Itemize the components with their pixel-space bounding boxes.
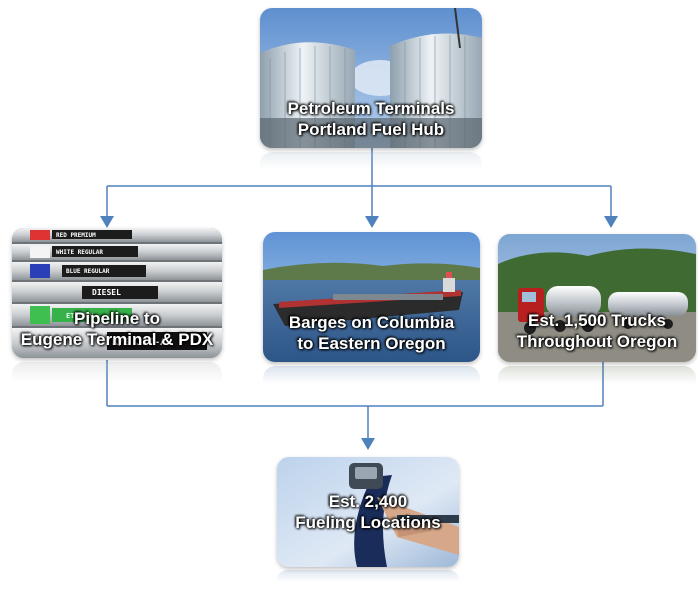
fuel-nozzle-image [277, 457, 459, 567]
pipe-label-ethanol: ETHANOL [66, 312, 96, 320]
pipe-label-diesel: DIESEL [92, 288, 121, 297]
trucks-label-line1: Est. 1,500 Trucks [528, 311, 666, 330]
barges-label-line1: Barges on Columbia [288, 313, 455, 332]
arrow-down-trucks [604, 216, 618, 228]
arrow-down-pipeline [100, 216, 114, 228]
barges-label-line2: to Eastern Oregon [297, 334, 446, 353]
fueling-label-line2: Fueling Locations [295, 513, 441, 532]
pipe-label-jet-a: R/S JET-A [112, 337, 166, 348]
pipeline-label-line2: Eugene Terminal & PDX [20, 330, 214, 349]
pipe-label-white-regular: WHITE REGULAR [56, 249, 103, 256]
tanker-truck-image [498, 234, 696, 362]
node-fueling-locations: Est. 2,400 Fueling Locations [277, 457, 459, 567]
hub-label-line2: Portland Fuel Hub [297, 120, 445, 139]
node-trucks: Est. 1,500 Trucks Throughout Oregon [498, 234, 696, 362]
tank-farm-image [260, 8, 482, 148]
barge-image [263, 232, 480, 362]
pipeline-image: RED PREMIUM WHITE REGULAR BLUE REGULAR D… [12, 228, 222, 358]
fueling-label-line1: Est. 2,400 [328, 492, 408, 511]
pipe-label-blue-regular: BLUE REGULAR [66, 268, 110, 275]
arrow-down-fueling [361, 438, 375, 450]
pipe-label-red-premium: RED PREMIUM [56, 232, 96, 239]
node-barges: Barges on Columbia to Eastern Oregon [263, 232, 480, 362]
trucks-label-line2: Throughout Oregon [516, 332, 678, 351]
node-pipeline: RED PREMIUM WHITE REGULAR BLUE REGULAR D… [12, 228, 222, 358]
arrow-down-barges [365, 216, 379, 228]
hub-label-line1: Petroleum Terminals [287, 99, 455, 118]
pipeline-label-line1: Pipeline to [74, 309, 160, 328]
node-petroleum-terminals: Petroleum Terminals Portland Fuel Hub [260, 8, 482, 148]
